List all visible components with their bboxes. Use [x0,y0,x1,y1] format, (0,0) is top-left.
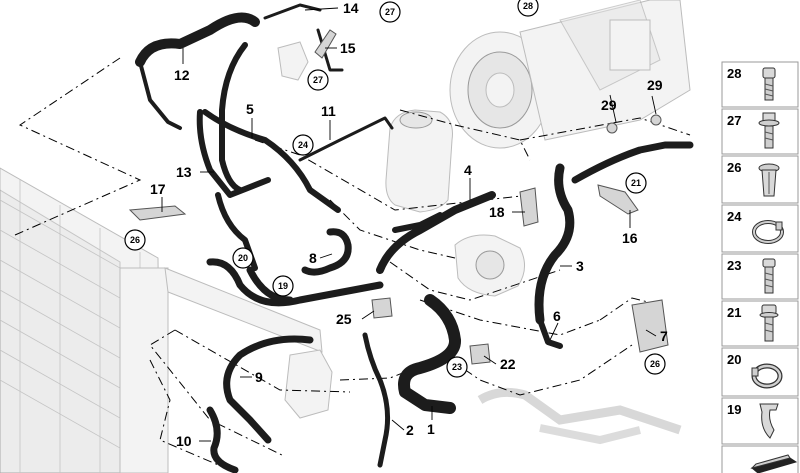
callout-29-right: 29 [647,77,663,93]
hose-5b [202,109,341,213]
circled-21: 21 [625,172,647,194]
hose-3 [534,163,575,325]
legend-item-24: 24 [721,204,799,253]
callout-11: 11 [321,103,336,119]
hose-clamp-icon [751,363,783,389]
circled-28: 28 [517,0,539,17]
callout-16: 16 [622,230,638,246]
flange-bolt-icon [758,112,780,149]
hoses [135,3,694,473]
callout-14: 14 [343,0,359,16]
svg-text:19: 19 [727,402,741,417]
svg-text:23: 23 [727,258,741,273]
callout-6: 6 [553,308,561,324]
legend-item-19: 19 [721,397,799,445]
circled-27-top: 27 [379,1,401,23]
brackets [128,29,669,365]
callout-8: 8 [309,250,317,266]
svg-text:23: 23 [452,362,462,372]
hose-13 [196,109,271,198]
legend-item-21: 21 [721,300,799,347]
circled-26-left: 26 [124,229,146,251]
lower-reservoir [284,349,333,419]
valve-body [277,41,309,81]
svg-text:19: 19 [278,281,288,291]
svg-text:24: 24 [727,209,742,224]
legend-item-27: 27 [721,108,799,155]
hose-5 [219,42,248,193]
legend-item-20: 20 [721,347,799,397]
hose-13b [215,192,258,271]
pale-pipes [477,387,682,445]
callout-3: 3 [576,258,584,274]
svg-text:28: 28 [727,66,741,81]
callout-2: 2 [406,422,414,438]
screw-icon [762,258,776,294]
callout-7: 7 [660,328,668,344]
callout-10: 10 [176,433,192,449]
retaining-clip-icon [759,403,779,439]
hose-3b [571,141,694,184]
callout-22: 22 [500,356,516,372]
hose-1 [398,294,461,414]
expanding-rivet-icon [758,163,780,197]
callout-25: 25 [336,311,352,327]
callout-4: 4 [464,162,472,178]
svg-text:24: 24 [298,140,308,150]
svg-text:21: 21 [631,178,641,188]
circled-labels: 27 28 27 24 21 26 20 19 23 26 [124,0,666,378]
shim-icon [750,454,798,473]
radiator-pack [0,167,169,473]
hose-2 [362,332,391,468]
bolt-icon [762,67,776,101]
circled-26-right: 26 [644,353,666,375]
callout-17: 17 [150,181,166,197]
legend-item-23: 23 [721,253,799,300]
circled-20: 20 [232,247,254,269]
expansion-tank [385,109,453,213]
hose-8 [301,228,352,276]
svg-text:28: 28 [523,1,533,11]
transmission-housing [449,0,691,149]
circled-19: 19 [272,275,294,297]
svg-text:26: 26 [650,359,660,369]
fastener-legend: 28 27 26 [721,61,799,473]
legend-item-shim [721,445,799,473]
svg-text:20: 20 [238,253,248,263]
callout-labels: 14 12 15 5 11 29 29 13 4 17 18 16 8 3 25… [150,0,668,449]
circled-27-mid: 27 [307,69,329,91]
svg-text:21: 21 [727,305,741,320]
svg-text:26: 26 [130,235,140,245]
legend-item-28: 28 [721,61,799,108]
hose-12 [135,12,260,67]
circled-23: 23 [446,356,468,378]
hose-9 [223,335,314,444]
callout-29-left: 29 [601,97,617,113]
callout-9: 9 [255,369,263,385]
svg-text:20: 20 [727,352,741,367]
callout-1: 1 [427,421,435,437]
hose-4 [376,191,496,274]
legend-item-26: 26 [721,155,799,204]
circled-24: 24 [292,134,314,156]
screw-icon [759,304,779,342]
svg-text:27: 27 [313,75,323,85]
leader-lines [161,7,657,442]
band-clamp-icon [752,220,784,244]
hose-10 [206,406,239,473]
radiator-tank [164,267,323,353]
svg-text:26: 26 [727,160,741,175]
svg-text:27: 27 [727,113,741,128]
callout-12: 12 [174,67,190,83]
svg-text:27: 27 [385,7,395,17]
callout-15: 15 [340,40,356,56]
callout-5: 5 [246,101,254,117]
pump-housing [454,234,525,297]
callout-13: 13 [176,164,192,180]
hose-12-pipe [138,60,182,130]
callout-18: 18 [489,204,505,220]
